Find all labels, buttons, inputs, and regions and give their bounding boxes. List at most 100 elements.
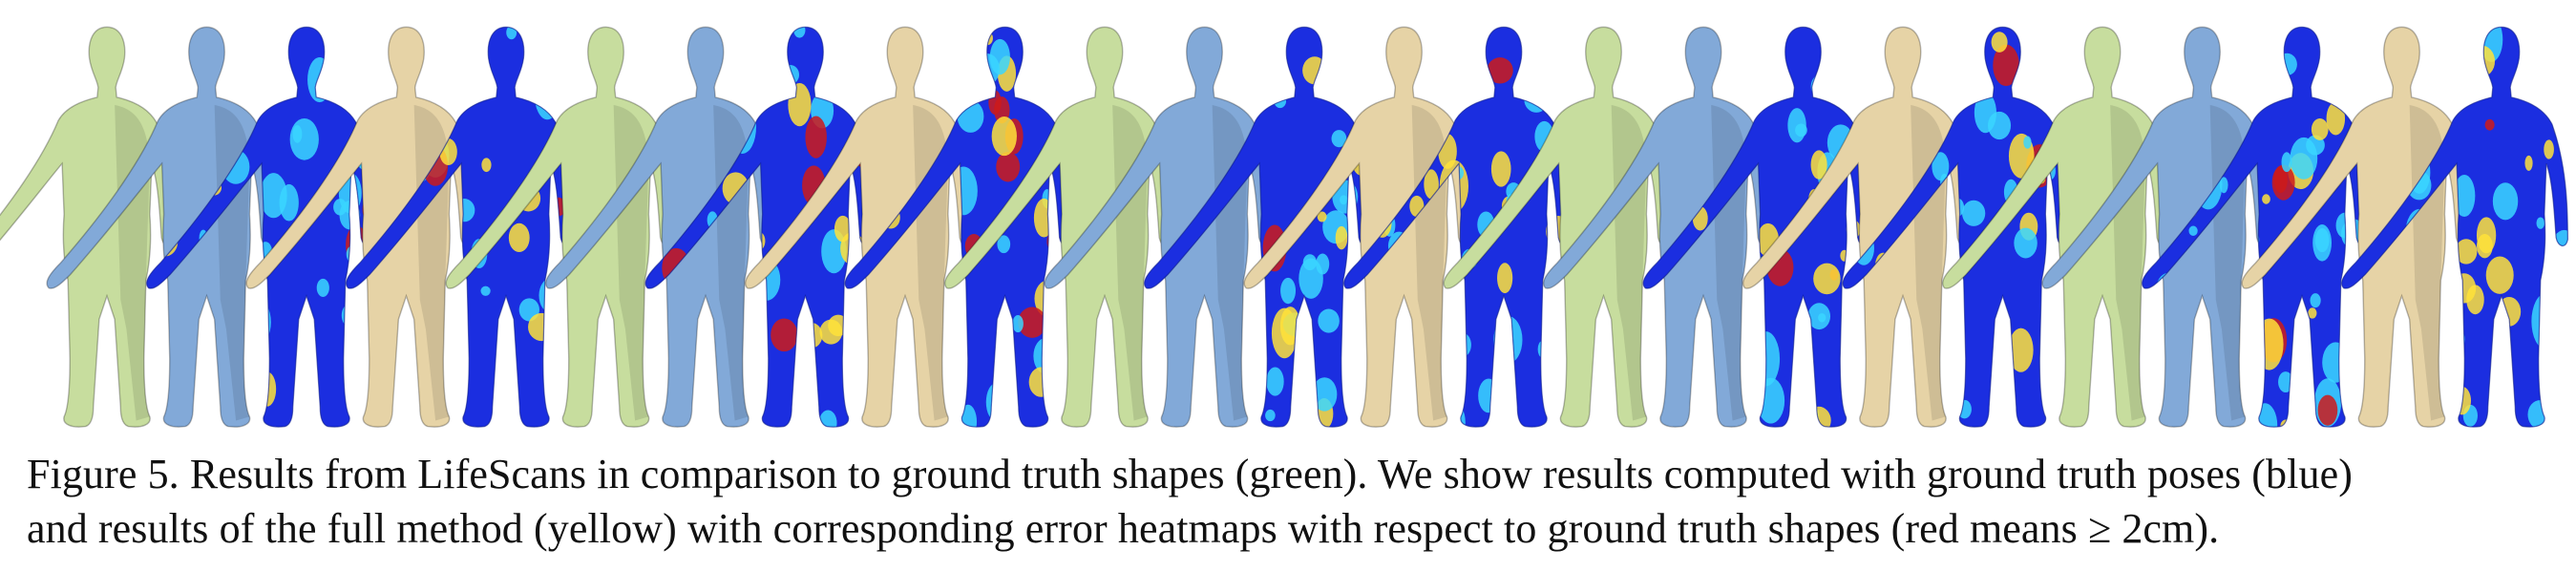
heatmap-blob: [1320, 27, 1337, 49]
heatmap-blob: [1524, 86, 1550, 113]
heatmap-blob: [558, 341, 568, 354]
heatmap-blob: [1426, 78, 1446, 105]
heatmap-blob: [1478, 378, 1499, 413]
heatmap-blob: [205, 353, 215, 364]
heatmap-blob: [2310, 293, 2321, 308]
heatmap-blob: [2531, 293, 2561, 349]
heatmap-blob: [2317, 394, 2338, 426]
heatmap-blob: [1335, 225, 1348, 250]
heatmap-blob: [257, 37, 276, 58]
heatmap-blob: [857, 27, 872, 51]
heatmap-blob: [2262, 194, 2270, 204]
heatmap-blob: [2008, 328, 2034, 372]
heatmap-base: [1144, 27, 1371, 428]
heatmap-blob: [2219, 177, 2228, 194]
heatmap-blob: [1044, 27, 1071, 58]
heatmap-blob: [1305, 389, 1316, 405]
heatmap-base: [346, 27, 573, 428]
heatmap-blob: [481, 158, 492, 173]
heatmap-blob: [2444, 327, 2465, 351]
heatmap-blob: [1312, 377, 1338, 412]
heatmap-blob: [1044, 62, 1066, 86]
heatmap-blob: [316, 278, 329, 297]
heatmap-blob: [2536, 217, 2545, 229]
heatmap-blob: [996, 152, 1021, 182]
heatmap-blob: [733, 78, 748, 95]
heatmap-blob: [1156, 28, 1176, 54]
heatmap-blob: [2254, 318, 2284, 370]
heatmap-base: [1843, 27, 2069, 428]
heatmap-blob: [2311, 118, 2329, 140]
heatmap-blob: [528, 312, 556, 342]
heatmap-blob: [2455, 239, 2478, 264]
heatmap-blob: [2544, 139, 2554, 159]
heatmap-blob: [1962, 200, 1986, 226]
heatmap-blob: [1490, 151, 1511, 187]
heatmap-blob: [1350, 42, 1371, 96]
heatmap-blob: [795, 383, 808, 406]
heatmap-blob: [1340, 195, 1348, 205]
heatmap-blob: [2551, 229, 2568, 268]
heatmap-blob: [1991, 32, 2008, 53]
heatmap-blob: [771, 318, 798, 352]
heatmap-blob: [1737, 86, 1750, 100]
heatmap-blob: [818, 410, 837, 428]
heatmap-blob: [264, 31, 277, 52]
heatmap-blob: [454, 199, 475, 222]
heatmap-blob: [2466, 45, 2496, 77]
heatmap-blob: [2245, 408, 2254, 426]
heatmap-blob: [1056, 27, 1071, 43]
heatmap-blob: [2524, 155, 2533, 171]
heatmap-blob: [847, 80, 866, 108]
heatmap-blob: [470, 39, 482, 57]
heatmap-blob: [997, 235, 1011, 254]
heatmap-blob: [788, 82, 812, 127]
heatmap-blob: [557, 57, 567, 69]
heatmap-blob: [1256, 345, 1267, 362]
heatmap-blob: [368, 58, 392, 103]
heatmap-blob: [1757, 377, 1785, 424]
heatmap-blob: [1751, 349, 1761, 362]
heatmap-blob: [881, 27, 890, 40]
heatmap-blob: [1993, 44, 2019, 87]
heatmap-blob: [449, 359, 468, 387]
heatmap-blob: [1302, 254, 1318, 271]
heatmap-blob: [2308, 307, 2317, 319]
heatmap-blob: [1265, 409, 1276, 422]
heatmap-blob: [243, 298, 271, 347]
heatmap-blob: [1493, 316, 1523, 364]
heatmap-blob: [1849, 320, 1867, 341]
heatmap-blob: [307, 56, 332, 103]
heatmap-blob: [1348, 318, 1368, 346]
human-figure-green-icon: [0, 26, 175, 428]
heatmap-blob: [799, 322, 823, 349]
heatmap-blob: [805, 116, 827, 159]
figure-image: [0, 26, 2568, 428]
figure-caption: Figure 5. Results from LifeScans in comp…: [27, 447, 2557, 556]
heatmap-blob: [2553, 86, 2568, 111]
heatmap-blob: [1028, 367, 1054, 397]
heatmap-blob: [1487, 57, 1513, 84]
heatmap-blob: [480, 286, 491, 296]
heatmap-blob: [2312, 224, 2333, 262]
heatmap-blob: [738, 57, 760, 89]
body-scan-renderings: [0, 26, 2568, 428]
heatmap-blob: [653, 62, 672, 95]
heatmap-blob: [2354, 27, 2369, 62]
heatmap-blob: [2343, 72, 2358, 93]
heatmap-blob: [957, 99, 984, 133]
heatmap-blob: [1828, 47, 1845, 73]
heatmap-blob: [819, 319, 843, 345]
heatmap-blob: [434, 56, 449, 71]
heatmap-blob: [1280, 277, 1297, 305]
heatmap-blob: [2047, 401, 2060, 419]
heatmap-blob: [2023, 136, 2032, 149]
heatmap-blob: [2271, 164, 2295, 201]
heatmap-blob: [1033, 198, 1054, 238]
heatmap-blob: [1947, 53, 1960, 73]
heatmap-blob: [866, 27, 872, 43]
figure-outline: [2341, 26, 2568, 428]
heatmap-blob: [1248, 27, 1275, 52]
heatmap-blob: [2484, 118, 2495, 131]
heatmap-blob: [1497, 263, 1513, 294]
